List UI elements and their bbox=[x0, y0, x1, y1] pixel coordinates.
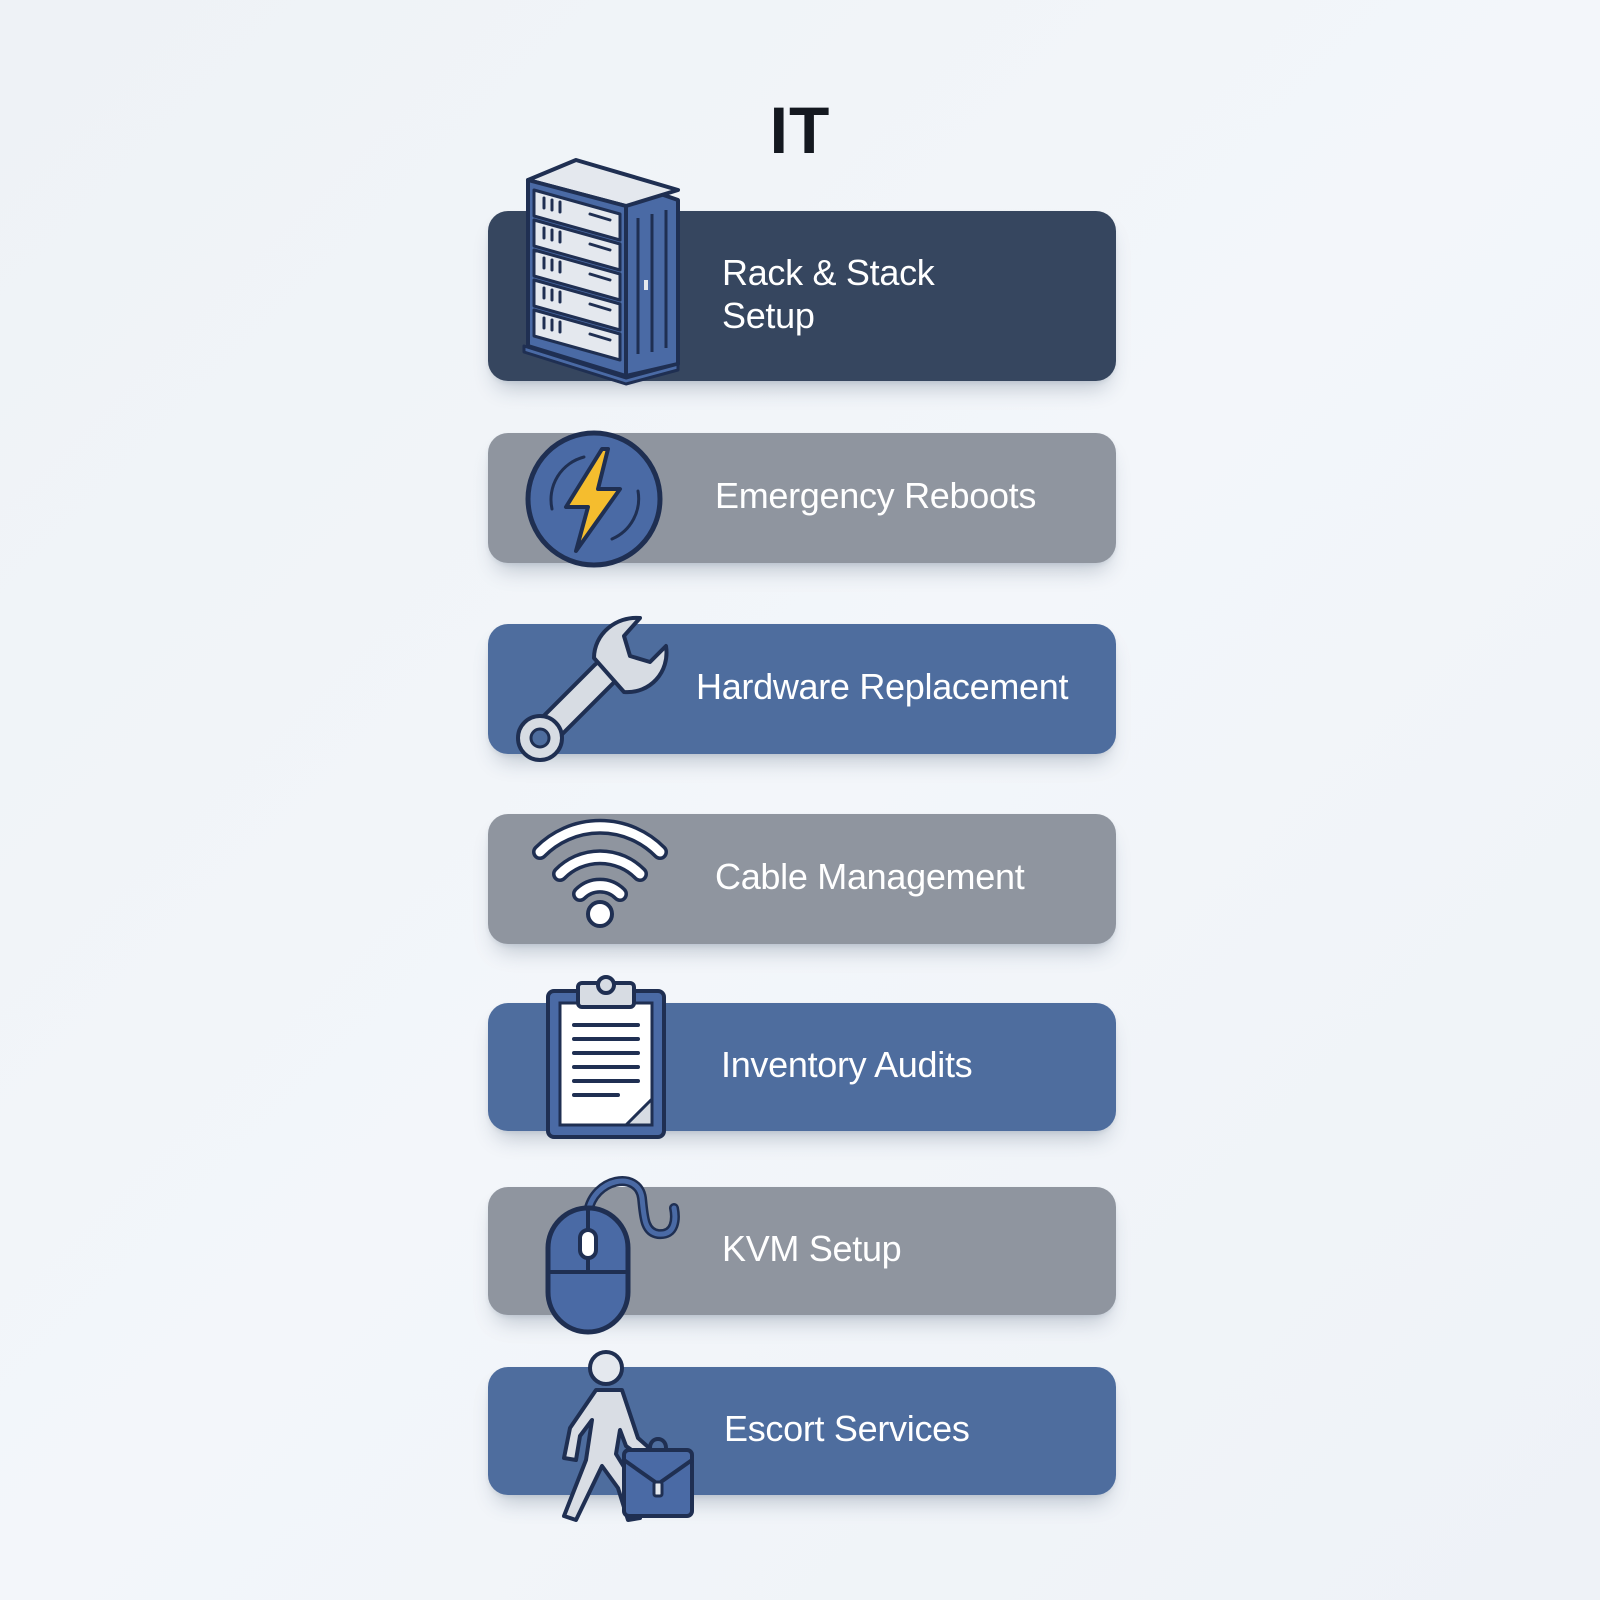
card-label: Cable Management bbox=[715, 856, 1025, 897]
wrench-icon bbox=[512, 612, 672, 764]
card-label: Escort Services bbox=[724, 1408, 970, 1449]
mouse-icon bbox=[544, 1172, 684, 1336]
card-label-line2: Setup bbox=[722, 295, 815, 336]
card-label-line1: Rack & Stack bbox=[722, 252, 935, 293]
card-label: Hardware Replacement bbox=[696, 666, 1069, 707]
walking-person-briefcase-icon bbox=[556, 1350, 696, 1526]
card-label: Emergency Reboots bbox=[715, 475, 1037, 516]
card-label: Rack & Stack Setup bbox=[722, 251, 935, 337]
card-label: KVM Setup bbox=[722, 1228, 902, 1269]
lightning-bolt-icon bbox=[524, 429, 664, 569]
wifi-signal-icon bbox=[530, 818, 670, 928]
server-rack-icon bbox=[520, 158, 686, 386]
clipboard-icon bbox=[544, 973, 668, 1141]
page-title: IT bbox=[769, 93, 831, 167]
card-label: Inventory Audits bbox=[721, 1044, 973, 1085]
